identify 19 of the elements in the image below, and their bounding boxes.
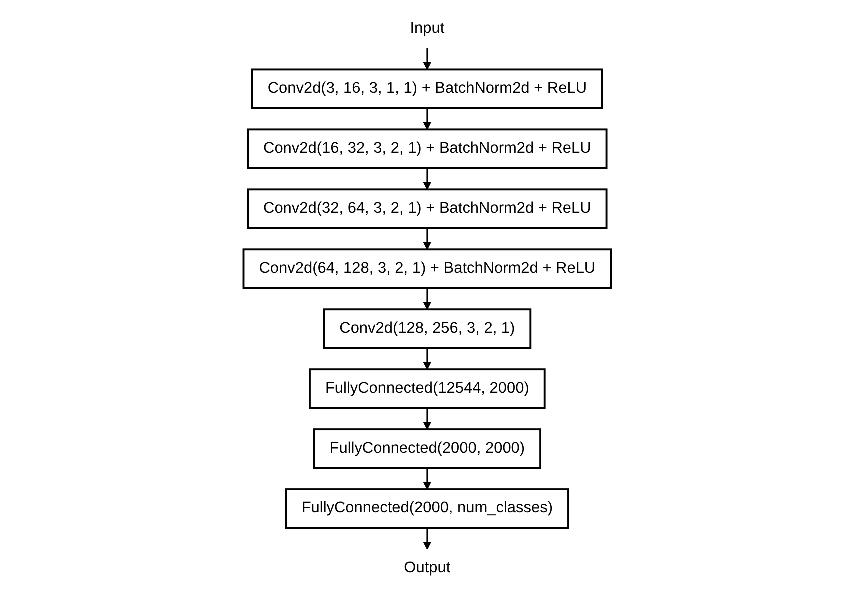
arrow	[422, 168, 432, 190]
arrow	[422, 288, 432, 310]
arrow	[422, 528, 432, 550]
arrow	[422, 48, 432, 70]
arrow	[422, 348, 432, 370]
arrow	[422, 228, 432, 250]
node-box: Conv2d(32, 64, 3, 2, 1) + BatchNorm2d + ReLU	[246, 188, 608, 230]
arrow	[422, 468, 432, 490]
node-box: Conv2d(64, 128, 3, 2, 1) + BatchNorm2d + ReLU	[242, 248, 612, 290]
node-box: FullyConnected(2000, num_classes)	[284, 488, 570, 530]
node-box: FullyConnected(12544, 2000)	[308, 368, 546, 410]
node-text: Output	[404, 560, 450, 577]
node-box: Conv2d(16, 32, 3, 2, 1) + BatchNorm2d + ReLU	[246, 128, 608, 170]
node-box: Conv2d(3, 16, 3, 1, 1) + BatchNorm2d + ReLU	[250, 68, 604, 110]
arrow	[422, 408, 432, 430]
node-box: FullyConnected(2000, 2000)	[312, 428, 542, 470]
arrow	[422, 108, 432, 130]
node-text: Input	[410, 20, 444, 37]
node-box: Conv2d(128, 256, 3, 2, 1)	[322, 308, 532, 350]
